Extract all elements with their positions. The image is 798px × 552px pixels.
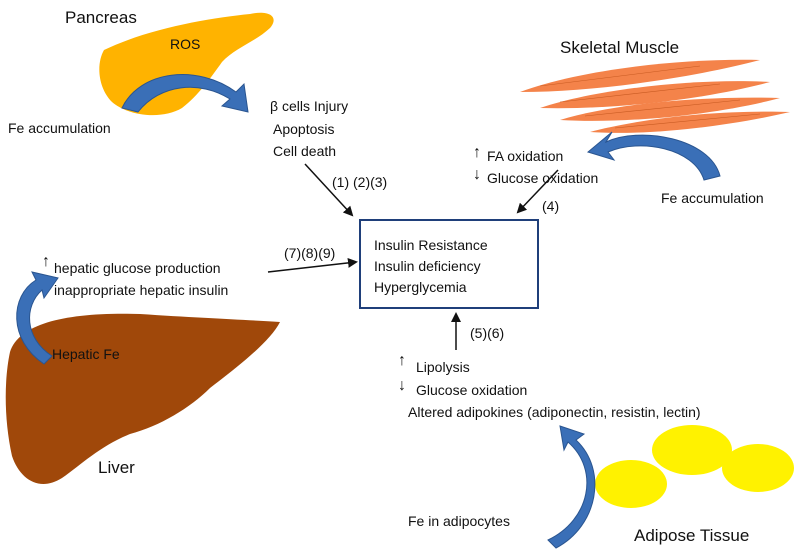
muscle-effect-fa-oxidation: FA oxidation <box>487 148 564 164</box>
muscle-striations <box>539 65 761 129</box>
liver-effect-hepatic-insulin: inappropriate hepatic insulin <box>54 282 229 298</box>
pancreas-refs: (1) (2)(3) <box>332 174 388 190</box>
ros-label: ROS <box>170 36 201 52</box>
muscle-curved-arrow <box>586 131 721 181</box>
pancreas-effect-beta-cells: β cells Injury <box>270 98 349 114</box>
liver-refs: (7)(8)(9) <box>284 245 336 261</box>
up-arrow-hepatic: ↑ <box>42 253 50 270</box>
liver-title: Liver <box>98 458 135 477</box>
center-hyperglycemia: Hyperglycemia <box>374 279 467 295</box>
adipose-curved-arrow <box>547 425 596 549</box>
pancreas-fe-accumulation: Fe accumulation <box>8 120 111 136</box>
muscle-fibers <box>520 59 790 133</box>
pancreas-shape <box>99 12 274 116</box>
liver-shape <box>5 313 281 484</box>
pancreas-effect-cell-death: Cell death <box>273 143 337 159</box>
pancreas-curved-arrow <box>121 74 249 113</box>
arrow-pancreas-to-box <box>304 163 354 217</box>
adipose-tissue-title: Adipose Tissue <box>634 526 750 545</box>
up-arrow-fa: ↑ <box>473 144 481 161</box>
center-insulin-deficiency: Insulin deficiency <box>374 258 481 274</box>
muscle-fe-accumulation: Fe accumulation <box>661 190 764 206</box>
adipose-refs: (5)(6) <box>470 325 505 341</box>
muscle-effect-glucose-oxidation: Glucose oxidation <box>487 170 599 186</box>
hepatic-fe-label: Hepatic Fe <box>52 346 120 362</box>
skeletal-muscle-title: Skeletal Muscle <box>560 38 680 57</box>
down-arrow-glucose: ↓ <box>473 166 481 183</box>
fe-in-adipocytes: Fe in adipocytes <box>408 513 510 529</box>
adipose-effect-lipolysis: Lipolysis <box>416 359 470 375</box>
arrow-muscle-to-box <box>516 169 559 214</box>
arrow-liver-to-box <box>267 257 358 273</box>
center-insulin-resistance: Insulin Resistance <box>374 237 488 253</box>
pancreas-title: Pancreas <box>65 8 137 27</box>
adipose-cells <box>595 425 794 508</box>
adipose-effect-adipokines: Altered adipokines (adiponectin, resisti… <box>408 404 701 420</box>
liver-curved-arrow <box>16 271 59 365</box>
liver-effect-glucose-production: hepatic glucose production <box>54 260 221 276</box>
center-box <box>359 219 539 309</box>
pancreas-effect-apoptosis: Apoptosis <box>273 121 335 137</box>
muscle-refs: (4) <box>542 198 560 214</box>
adipose-effect-glucose-oxidation: Glucose oxidation <box>416 382 528 398</box>
down-arrow-adipose-glucose: ↓ <box>398 377 406 394</box>
up-arrow-lipolysis: ↑ <box>398 352 406 369</box>
